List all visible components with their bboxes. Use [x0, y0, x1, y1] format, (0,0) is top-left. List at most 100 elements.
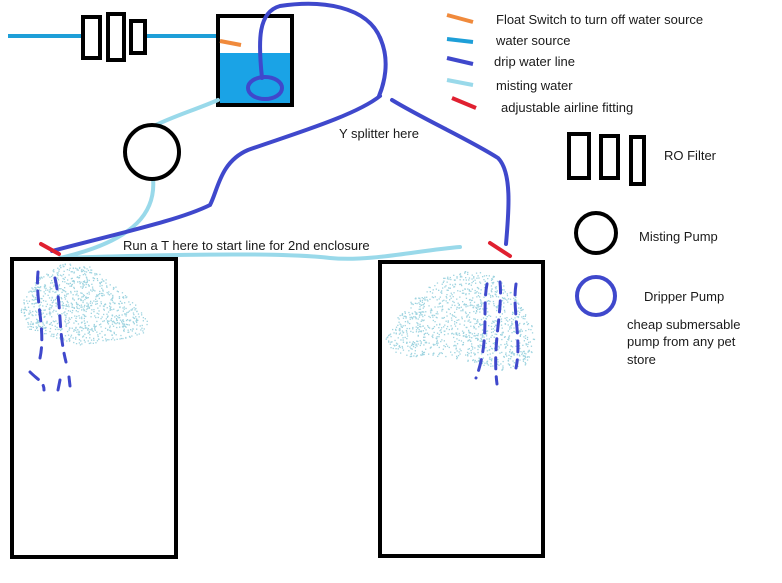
- mist-speck: [113, 331, 115, 333]
- mist-speck: [501, 351, 503, 354]
- mist-speck: [79, 326, 81, 329]
- mist-speck: [489, 345, 492, 348]
- mist-speck: [519, 342, 521, 344]
- mist-speck: [30, 328, 32, 330]
- mist-speck: [517, 316, 520, 318]
- mist-speck: [28, 317, 30, 319]
- mist-speck: [418, 314, 421, 316]
- mist-speck: [460, 306, 462, 308]
- mist-speck: [69, 267, 71, 269]
- mist-speck: [507, 324, 509, 326]
- mist-speck: [118, 297, 121, 299]
- mist-speck: [456, 277, 458, 279]
- mist-speck: [115, 323, 117, 325]
- mist-speck: [435, 316, 437, 318]
- mist-speck: [109, 325, 111, 327]
- mist-speck: [121, 319, 124, 321]
- mist-speck: [47, 274, 49, 276]
- mist-speck: [123, 297, 125, 299]
- mist-speck: [127, 311, 129, 313]
- mist-speck: [502, 297, 505, 300]
- mist-speck: [438, 289, 440, 291]
- mist-speck: [488, 325, 490, 327]
- mist-speck: [101, 294, 103, 297]
- mist-speck: [459, 279, 461, 281]
- mist-speck: [511, 322, 513, 325]
- mist-speck: [103, 308, 105, 310]
- mist-speck: [465, 334, 467, 336]
- mist-speck: [495, 291, 498, 293]
- mist-speck: [500, 324, 503, 326]
- mist-speck: [72, 294, 74, 296]
- mist-speck: [509, 363, 511, 366]
- mist-speck: [506, 341, 508, 343]
- mist-speck: [93, 300, 95, 302]
- mist-speck: [405, 316, 407, 318]
- mist-speck: [455, 316, 457, 318]
- mist-speck: [436, 342, 438, 345]
- mist-speck: [104, 304, 106, 306]
- mist-speck: [522, 350, 524, 353]
- mist-speck: [61, 298, 63, 300]
- mist-speck: [68, 338, 71, 340]
- mist-speck: [506, 317, 508, 319]
- mist-speck: [462, 301, 464, 303]
- mist-speck: [462, 308, 464, 311]
- mist-speck: [460, 275, 462, 277]
- mist-speck: [42, 295, 45, 297]
- mist-speck: [78, 333, 81, 336]
- drip-water-lines: [50, 1, 511, 253]
- mist-speck: [66, 300, 68, 302]
- mist-speck: [431, 328, 433, 330]
- mist-speck: [125, 337, 127, 339]
- mist-speck: [470, 290, 472, 292]
- mist-speck: [523, 336, 525, 338]
- mist-speck: [84, 325, 87, 327]
- mist-speck: [138, 333, 140, 335]
- mist-speck: [406, 341, 408, 343]
- mist-speck: [466, 316, 468, 318]
- mist-speck: [65, 325, 67, 327]
- mist-speck: [103, 320, 105, 322]
- mist-speck: [119, 319, 122, 321]
- mist-speck: [63, 305, 65, 307]
- mist-speck: [49, 289, 51, 291]
- mist-speck: [136, 319, 138, 321]
- mist-speck: [91, 327, 93, 330]
- mist-speck: [123, 328, 125, 330]
- mist-speck: [445, 285, 447, 287]
- mist-speck: [454, 283, 457, 286]
- mist-speck: [118, 322, 120, 324]
- mist-speck: [431, 296, 433, 298]
- mist-speck: [450, 306, 452, 309]
- mist-speck: [460, 283, 462, 285]
- mist-speck: [531, 325, 533, 327]
- mist-speck: [122, 326, 124, 328]
- mist-speck: [84, 341, 86, 343]
- mist-speck: [82, 301, 84, 304]
- mist-speck: [420, 326, 422, 328]
- mist-speck: [132, 321, 134, 323]
- mist-speck: [443, 330, 445, 332]
- mist-speck: [496, 309, 498, 312]
- mist-speck: [480, 337, 482, 340]
- mist-speck: [470, 321, 472, 323]
- mist-speck: [138, 316, 140, 318]
- mist-speck: [491, 288, 493, 290]
- mist-speck: [95, 273, 98, 275]
- mist-speck: [494, 326, 496, 328]
- mist-speck: [88, 307, 91, 309]
- mist-speck: [413, 343, 415, 346]
- mist-speck: [88, 285, 90, 287]
- mist-speck: [501, 327, 503, 329]
- mist-speck: [460, 340, 463, 342]
- mist-speck: [481, 340, 483, 342]
- mist-speck: [80, 299, 82, 302]
- mist-speck: [42, 300, 45, 302]
- mist-speck: [402, 325, 404, 327]
- mist-speck: [83, 314, 86, 316]
- mist-speck: [479, 323, 481, 326]
- mist-speck: [61, 304, 63, 306]
- mist-speck: [476, 311, 478, 313]
- mist-speck: [116, 290, 118, 292]
